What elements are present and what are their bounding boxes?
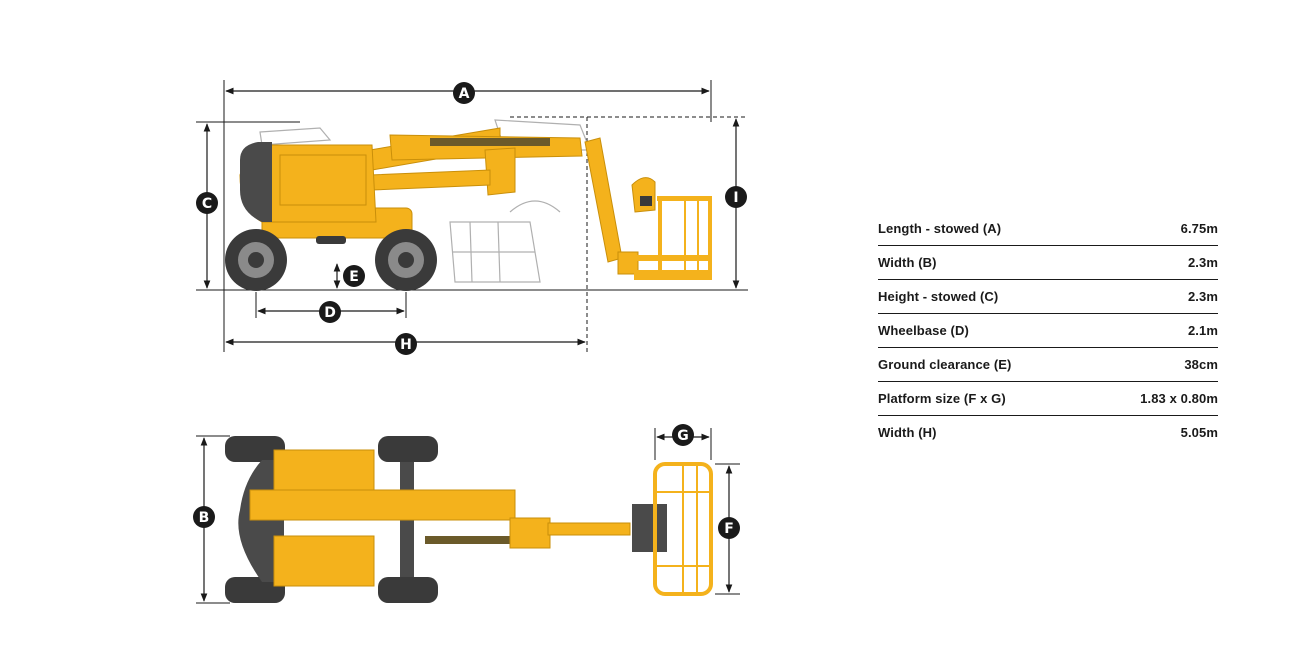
turret-right-box (273, 535, 375, 587)
wheel-rear (225, 229, 287, 291)
svg-text:B: B (199, 510, 210, 526)
wheel-front (375, 229, 437, 291)
dimension-d: D (255, 292, 407, 323)
spec-row-wheelbase: Wheelbase (D) 2.1m (878, 314, 1218, 348)
spec-label: Height - stowed (C) (878, 289, 999, 304)
dimension-label-f: F (718, 517, 740, 539)
boom-lift-dimension-diagram: A C I E (193, 80, 748, 604)
svg-text:D: D (324, 305, 336, 321)
spec-value: 2.3m (1187, 255, 1218, 270)
specifications-table: Length - stowed (A) 6.75m Width (B) 2.3m… (878, 212, 1218, 449)
dimension-label-c: C (196, 192, 218, 214)
jib-arm (547, 522, 631, 536)
spec-row-ground-clearance: Ground clearance (E) 38cm (878, 348, 1218, 382)
spec-row-platform-size: Platform size (F x G) 1.83 x 0.80m (878, 382, 1218, 416)
dimension-label-h: H (395, 333, 417, 355)
spec-label: Length - stowed (A) (878, 221, 1002, 236)
svg-text:A: A (459, 86, 470, 102)
rotator (632, 504, 667, 552)
spec-label: Wheelbase (D) (878, 323, 969, 338)
dimension-h: H (225, 333, 586, 355)
dimension-c: C (196, 123, 218, 289)
spec-label: Width (H) (878, 425, 937, 440)
spec-value: 38cm (1184, 357, 1218, 372)
top-wheels (225, 436, 438, 603)
spec-row-width-h: Width (H) 5.05m (878, 416, 1218, 449)
turret-left-box (273, 449, 375, 491)
dimension-f: F (715, 463, 740, 595)
dimension-g: G (654, 424, 712, 460)
spec-value: 1.83 x 0.80m (1140, 391, 1218, 406)
dimension-label-a: A (453, 82, 475, 104)
dimension-label-d: D (319, 301, 341, 323)
spec-value: 5.05m (1180, 425, 1218, 440)
dimension-e: E (333, 263, 365, 289)
spec-label: Width (B) (878, 255, 937, 270)
boom-arm (509, 517, 551, 549)
spec-value: 6.75m (1180, 221, 1218, 236)
spec-row-width-b: Width (B) 2.3m (878, 246, 1218, 280)
main-boom-top (249, 489, 516, 521)
boom-assembly (369, 127, 639, 275)
spec-value: 2.1m (1187, 323, 1218, 338)
dimension-label-i: I (725, 186, 747, 208)
side-view: A C I E (196, 80, 748, 355)
spec-label: Ground clearance (E) (878, 357, 1012, 372)
svg-text:E: E (349, 269, 359, 285)
dimension-label-e: E (343, 265, 365, 287)
chassis-turret (239, 142, 413, 244)
platform-basket-side (631, 177, 712, 280)
svg-text:G: G (677, 428, 689, 444)
svg-text:I: I (733, 190, 738, 206)
spec-value: 2.3m (1187, 289, 1218, 304)
spec-row-length-stowed: Length - stowed (A) 6.75m (878, 212, 1218, 246)
top-view: B G F (193, 424, 740, 604)
dimension-label-b: B (193, 506, 215, 528)
dimension-label-g: G (672, 424, 694, 446)
svg-text:F: F (724, 521, 734, 537)
dimension-a: A (225, 82, 710, 104)
spec-label: Platform size (F x G) (878, 391, 1006, 406)
svg-text:H: H (400, 337, 412, 353)
boom-chain (425, 536, 545, 544)
dimension-i: I (725, 118, 747, 289)
spec-row-height-stowed: Height - stowed (C) 2.3m (878, 280, 1218, 314)
dimension-b: B (193, 435, 230, 604)
svg-text:C: C (202, 196, 212, 212)
platform-basket-top (653, 462, 713, 596)
